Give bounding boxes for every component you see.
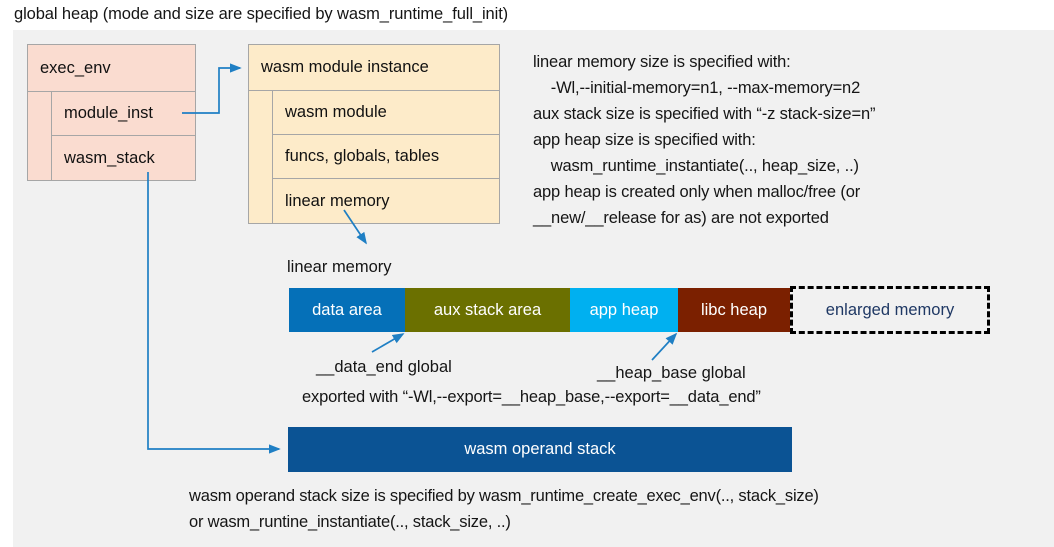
wasm-module-instance-rows: wasm module funcs, globals, tables linea… — [273, 91, 499, 223]
memory-segment-data-area: data area — [289, 288, 405, 332]
wasm-operand-stack-box: wasm operand stack — [288, 427, 792, 472]
row-wasm-module: wasm module — [273, 91, 499, 135]
row-funcs-globals-tables: funcs, globals, tables — [273, 135, 499, 179]
annotation-heap-base: __heap_base global — [597, 364, 746, 382]
exec-env-rows: module_inst wasm_stack — [52, 92, 195, 180]
wasm-module-instance-body: wasm module funcs, globals, tables linea… — [249, 91, 499, 223]
row-linear-memory: linear memory — [285, 191, 390, 210]
annotation-exported-with: exported with “-Wl,--export=__heap_base,… — [302, 388, 761, 406]
linear-memory-bar: data area aux stack area app heap libc h… — [289, 286, 990, 334]
wasm-module-instance-header: wasm module instance — [249, 45, 499, 91]
exec-env-row-wasm-stack: wasm_stack — [64, 148, 155, 167]
exec-env-row-module-inst: module_inst — [52, 92, 195, 136]
exec-env-header: exec_env — [28, 45, 195, 92]
wasm-module-instance-gutter — [249, 91, 273, 223]
wasm-module-instance-box: wasm module instance wasm module funcs, … — [248, 44, 500, 224]
memory-segment-app-heap: app heap — [570, 288, 678, 332]
memory-segment-aux-stack-area: aux stack area — [405, 288, 570, 332]
memory-segment-enlarged-memory: enlarged memory — [790, 286, 990, 334]
annotation-data-end: __data_end global — [316, 358, 452, 376]
page-title: global heap (mode and size are specified… — [14, 5, 509, 23]
linear-memory-info-text: linear memory size is specified with: -W… — [533, 53, 876, 227]
linear-memory-label: linear memory — [287, 258, 392, 276]
exec-env-body: module_inst wasm_stack — [28, 92, 195, 180]
memory-segment-libc-heap: libc heap — [678, 288, 790, 332]
exec-env-gutter — [28, 92, 52, 180]
operand-stack-info-text: wasm operand stack size is specified by … — [189, 487, 819, 531]
exec-env-box: exec_env module_inst wasm_stack — [27, 44, 196, 181]
